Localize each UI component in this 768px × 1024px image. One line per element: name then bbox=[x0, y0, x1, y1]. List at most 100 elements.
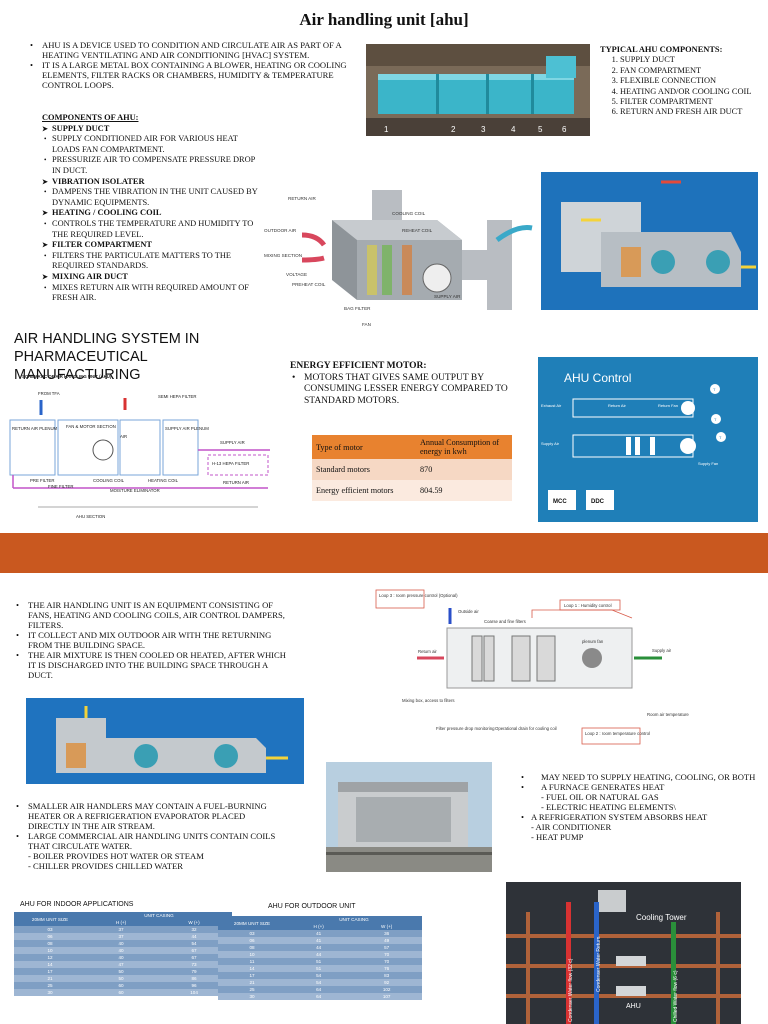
intro-list: AHU IS A DEVICE USED TO CONDITION AND CI… bbox=[28, 40, 348, 90]
page-title: Air handling unit [ahu] bbox=[299, 10, 469, 29]
table-header: Annual Consumption of energy in kwh bbox=[420, 438, 500, 456]
table-cell: 40 bbox=[118, 955, 124, 960]
middle-item: LARGE COMMERCIAL AIR HANDLING UNITS CONT… bbox=[14, 831, 284, 851]
table-cell: 44 bbox=[316, 945, 322, 950]
table-cell: 25 bbox=[47, 983, 53, 988]
table-cell: 44 bbox=[316, 952, 322, 957]
table-cell: Energy efficient motors bbox=[316, 486, 394, 495]
table-cell: 64 bbox=[316, 994, 322, 999]
loop-label: plenum fan bbox=[582, 639, 604, 644]
control-label: Supply Fan bbox=[698, 461, 718, 466]
pharma-heading: AIR HANDLING SYSTEM IN PHARMACEUTICAL MA… bbox=[14, 331, 200, 383]
table-cell: 79 bbox=[191, 969, 197, 974]
component-desc: CONTROLS THE TEMPERATURE AND HUMIDITY TO… bbox=[42, 219, 264, 240]
table-cell: 11 bbox=[249, 959, 255, 964]
table-cell: 06 bbox=[249, 938, 255, 943]
table-cell: 60 bbox=[118, 990, 124, 995]
pipe-label: Chilled Water flow (6 c) bbox=[673, 970, 679, 1022]
component-desc: DAMPENS THE VIBRATION IN THE UNIT CAUSED… bbox=[42, 187, 264, 208]
schematic-label: AHU SECTION bbox=[76, 514, 105, 519]
right-item-text: A REFRIGERATION SYSTEM ABSORBS HEAT bbox=[531, 812, 708, 822]
component-desc: PRESSURIZE AIR TO COMPENSATE PRESSURE DR… bbox=[42, 155, 264, 176]
table-cell: 50 bbox=[118, 969, 124, 974]
cutaway-label: BAG FILTER bbox=[344, 306, 371, 311]
typical-item: SUPPLY DUCT bbox=[620, 55, 768, 65]
table-header: UNIT CASING bbox=[144, 913, 174, 918]
right-sub: - AIR CONDITIONER bbox=[531, 822, 612, 832]
table-cell: 37 bbox=[118, 934, 124, 939]
typical-components: TYPICAL AHU COMPONENTS: SUPPLY DUCT FAN … bbox=[600, 45, 768, 118]
schematic-label: FINE FILTER bbox=[48, 484, 73, 489]
outdoor-table: 20MM UNIT SIZE UNIT CASING H (+) W (+) 0… bbox=[218, 916, 422, 1000]
table-cell: 107 bbox=[382, 994, 391, 999]
table-cell: 03 bbox=[249, 931, 255, 936]
table-cell: 32 bbox=[191, 927, 197, 932]
schematic-label: PRE FILTER bbox=[30, 478, 55, 483]
control-label: Supply Air bbox=[541, 441, 560, 446]
control-label: Return Air bbox=[608, 403, 626, 408]
page-divider bbox=[0, 533, 768, 573]
schematic-title: SCHEMATIC OF AIR HANDLING UNIT (AHU) bbox=[22, 374, 112, 379]
middle-sub: - CHILLER PROVIDES CHILLED WATER bbox=[28, 861, 183, 871]
table-cell: 49 bbox=[384, 938, 390, 943]
table-cell: 50 bbox=[118, 976, 124, 981]
right-text: MAY NEED TO SUPPLY HEATING, COOLING, OR … bbox=[519, 772, 759, 842]
table-cell: 57 bbox=[384, 945, 390, 950]
table-cell: 41 bbox=[316, 938, 322, 943]
intro-item: THE AIR HANDLING UNIT IS AN EQUIPMENT CO… bbox=[14, 600, 294, 630]
loop-label: Loop 1 : Humidity control bbox=[564, 603, 612, 608]
table-header: W (+) bbox=[188, 920, 200, 925]
table-cell: 08 bbox=[47, 941, 53, 946]
table-cell: 104 bbox=[190, 990, 198, 995]
loop-label: Operational drain for cooling coil bbox=[495, 726, 557, 731]
loop-label: Mixing box, access to filters bbox=[402, 698, 455, 703]
loop-label: Supply air bbox=[652, 648, 672, 653]
schematic-label: MOISTURE ELIMINATOR bbox=[110, 488, 160, 493]
table-cell: 40 bbox=[118, 948, 124, 953]
cutaway-label: PREHEAT COIL bbox=[292, 282, 326, 287]
tower-label: Cooling Tower bbox=[636, 913, 687, 922]
tower-ahu-label: AHU bbox=[626, 1003, 641, 1010]
table-cell: 96 bbox=[191, 983, 197, 988]
photo-number: 5 bbox=[538, 125, 543, 134]
schematic-label: RETURN AIR bbox=[223, 480, 249, 485]
table-cell: 70 bbox=[384, 952, 390, 957]
table-cell: 76 bbox=[384, 966, 390, 971]
photo-number: 4 bbox=[511, 125, 516, 134]
cutaway-label: VOLTAGE bbox=[286, 272, 307, 277]
right-item-text: MAY NEED TO SUPPLY HEATING, COOLING, OR … bbox=[541, 772, 756, 782]
table-header: Type of motor bbox=[316, 442, 363, 452]
loop-label: Filter pressure drop monitoring bbox=[436, 726, 495, 731]
right-sub: - ELECTRIC HEATING ELEMENTS\ bbox=[541, 802, 676, 812]
table-cell: 17 bbox=[47, 969, 53, 974]
table-cell: 41 bbox=[316, 931, 322, 936]
indoor-table-title: AHU FOR INDOOR APPLICATIONS bbox=[20, 901, 134, 908]
table-cell: 54 bbox=[191, 941, 197, 946]
control-title: AHU Control bbox=[564, 371, 632, 385]
control-label: T bbox=[713, 387, 716, 392]
component-desc: FILTERS THE PARTICULATE MATTERS TO THE R… bbox=[42, 251, 264, 272]
control-box: MCC bbox=[553, 499, 567, 505]
table-cell: 10 bbox=[47, 948, 53, 953]
loop-label: Return air bbox=[418, 649, 437, 654]
table-cell: 21 bbox=[249, 980, 255, 985]
table-cell: 102 bbox=[382, 987, 391, 992]
table-cell: 804.59 bbox=[420, 486, 443, 495]
right-sub: - HEAT PUMP bbox=[531, 832, 584, 842]
cutaway-label: MIXING SECTION bbox=[264, 253, 302, 258]
page2-intro-list: THE AIR HANDLING UNIT IS AN EQUIPMENT CO… bbox=[14, 600, 294, 680]
table-header: 20MM UNIT SIZE bbox=[31, 916, 69, 922]
table-cell: 14 bbox=[47, 962, 53, 967]
table-header: H (+) bbox=[115, 920, 127, 925]
components-section: COMPONENTS OF AHU: SUPPLY DUCT SUPPLY CO… bbox=[42, 113, 264, 304]
